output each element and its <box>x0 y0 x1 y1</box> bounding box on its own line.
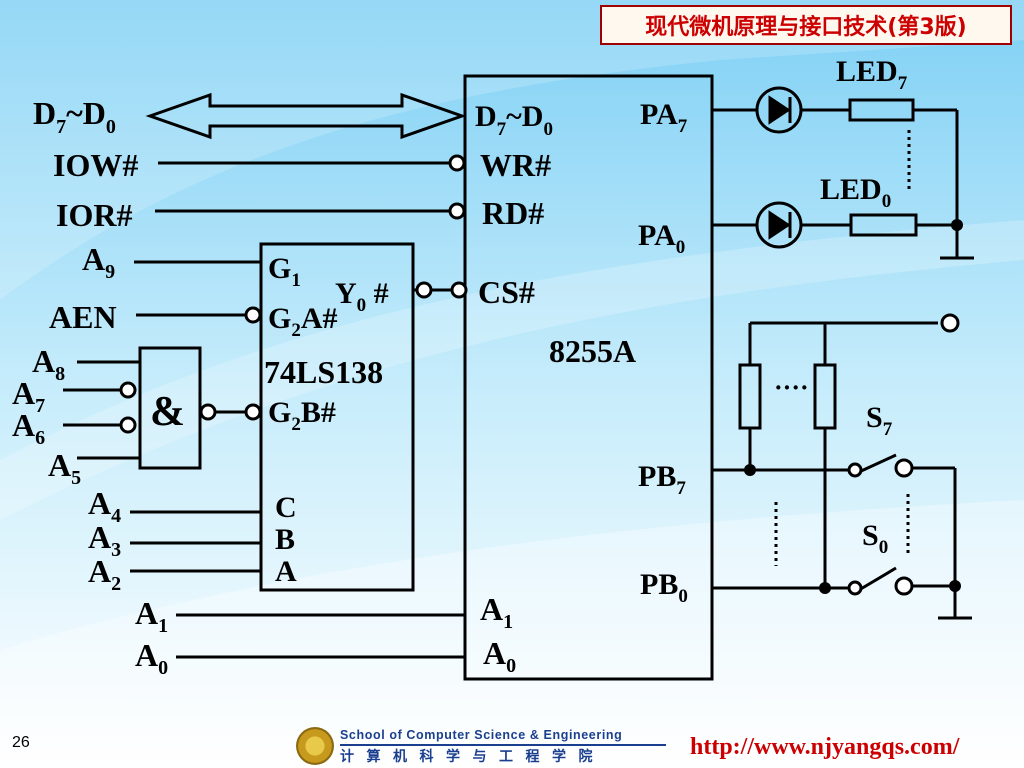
chip-8255a-box <box>463 74 714 681</box>
label-a3: A3 <box>88 519 121 561</box>
cs-bubble <box>450 281 468 299</box>
label-ellipsis: ···· <box>774 373 809 402</box>
label-a4: A4 <box>88 485 121 527</box>
label-a2: A2 <box>88 553 121 595</box>
label-led0: LED0 <box>820 173 891 212</box>
junction-dot <box>819 582 831 594</box>
label-a1-left: A1 <box>135 595 168 637</box>
label-y0: Y0 # <box>335 277 389 316</box>
label-pb0: PB0 <box>640 568 688 607</box>
school-name-en: School of Computer Science & Engineering <box>340 728 623 742</box>
s7-pivot <box>847 462 863 478</box>
label-g1: G1 <box>268 252 301 291</box>
label-aen: AEN <box>49 299 117 335</box>
vcc-terminal <box>940 313 960 333</box>
led0-resistor <box>849 213 918 237</box>
label-b: B <box>275 523 295 556</box>
pullup-resistor-2 <box>813 363 837 430</box>
label-pb7: PB7 <box>638 460 686 499</box>
label-a1-right: A1 <box>480 591 513 633</box>
and-out-bubble <box>199 403 217 421</box>
label-a: A <box>275 555 297 588</box>
page-number: 26 <box>12 734 30 751</box>
label-g2b: G2B# <box>268 396 336 435</box>
label-s0: S0 <box>862 519 888 558</box>
s7-terminal <box>894 458 914 478</box>
junction-dot <box>951 219 963 231</box>
g2a-bubble <box>244 306 262 324</box>
label-a6: A6 <box>12 407 45 449</box>
label-a8: A8 <box>32 343 65 385</box>
slide-header: 现代微机原理与接口技术(第3版) <box>600 5 1012 45</box>
g2b-bubble <box>244 403 262 421</box>
website-link[interactable]: http://www.njyangqs.com/ <box>690 734 960 760</box>
s0-terminal <box>894 576 914 596</box>
rd-bubble <box>448 202 466 220</box>
decoder-74ls138-box <box>259 242 415 592</box>
label-bus-right: D7~D0 <box>475 100 553 140</box>
label-wr: WR# <box>480 147 551 183</box>
label-and-gate: & <box>150 389 185 435</box>
wr-bubble <box>448 154 466 172</box>
school-footer: School of Computer Science & Engineering… <box>296 726 668 768</box>
a7-bubble <box>119 381 137 399</box>
school-logo-icon <box>296 727 334 765</box>
footer-divider <box>340 744 666 746</box>
label-a7: A7 <box>12 375 45 417</box>
a6-bubble <box>119 416 137 434</box>
label-g2a: G2A# <box>268 302 338 341</box>
label-a0-left: A0 <box>135 637 168 679</box>
data-bus-arrow <box>145 92 467 140</box>
and-gate-box <box>138 346 202 470</box>
label-bus-left: D7~D0 <box>33 95 116 138</box>
school-name-zh: 计算机科学与工程学院 <box>340 749 605 765</box>
s0-contact <box>858 566 897 592</box>
label-ior: IOR# <box>56 197 132 233</box>
label-chip: 8255A <box>549 333 636 369</box>
label-led7: LED7 <box>836 55 908 94</box>
label-a0-right: A0 <box>483 635 516 677</box>
y0-bubble <box>415 281 433 299</box>
led7-resistor <box>848 98 915 122</box>
label-a5: A5 <box>48 447 81 489</box>
junction-dot <box>949 580 961 592</box>
pullup-resistor-1 <box>738 363 762 430</box>
s7-contact <box>858 453 897 474</box>
label-rd: RD# <box>482 195 544 231</box>
label-c: C <box>275 491 297 524</box>
s0-pivot <box>847 580 863 596</box>
label-pa7: PA7 <box>640 98 688 137</box>
label-pa0: PA0 <box>638 219 685 258</box>
label-iow: IOW# <box>53 147 138 183</box>
junction-dot <box>744 464 756 476</box>
label-cs: CS# <box>478 274 535 310</box>
label-decoder: 74LS138 <box>264 354 383 390</box>
label-s7: S7 <box>866 401 893 440</box>
label-a9: A9 <box>82 241 115 283</box>
